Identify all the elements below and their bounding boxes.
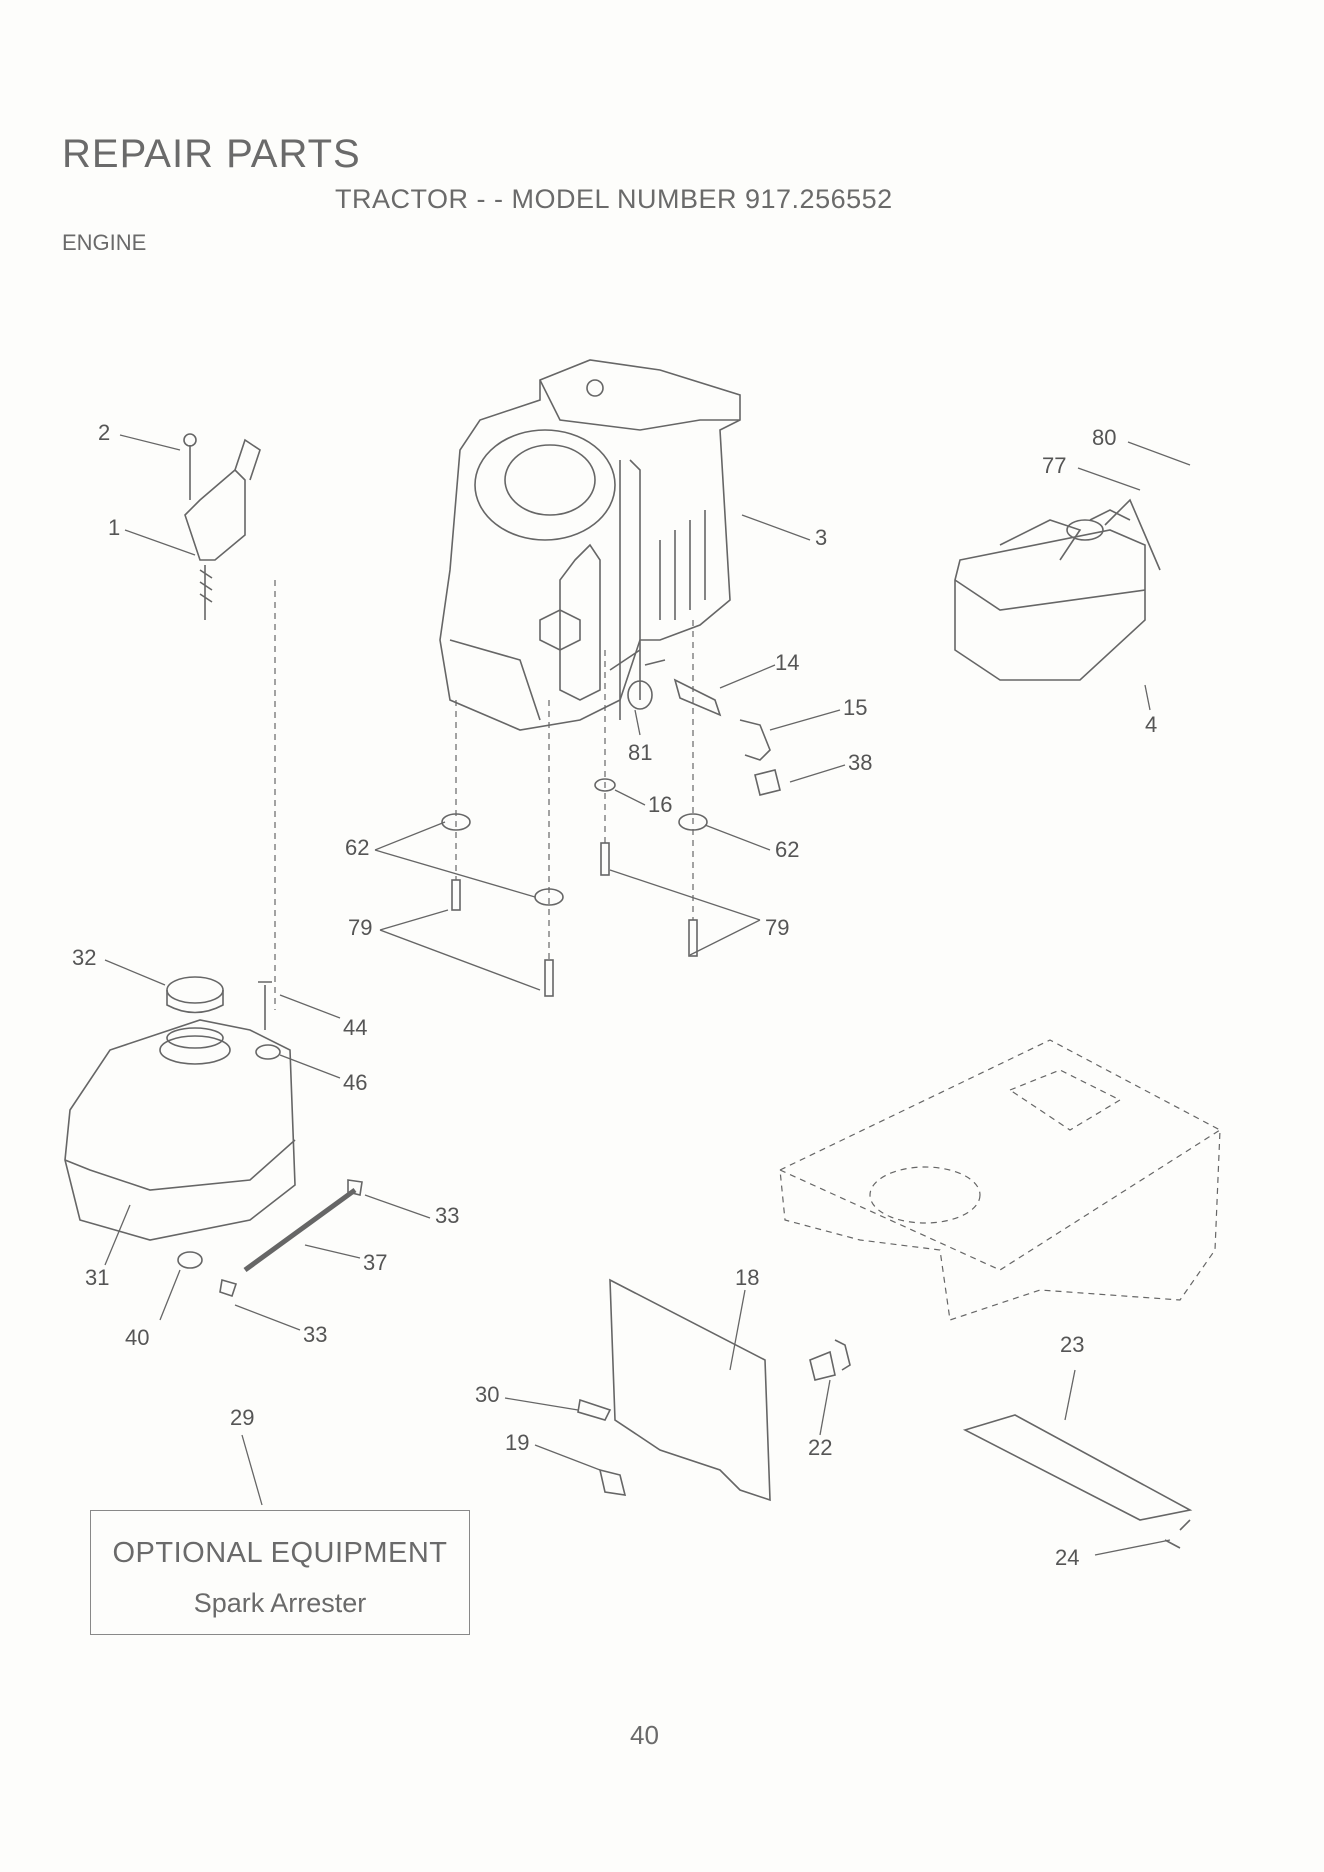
optional-equipment-box: OPTIONAL EQUIPMENT Spark Arrester — [90, 1510, 470, 1635]
callout-label: 3 — [815, 525, 827, 550]
callout-label: 31 — [85, 1265, 109, 1290]
chassis-plate-drawing — [780, 1040, 1220, 1320]
callout-label: 23 — [1060, 1332, 1084, 1357]
leader-lines — [105, 435, 1190, 1555]
heat-shield-drawing — [965, 1415, 1190, 1548]
callout-label: 2 — [98, 420, 110, 445]
muffler-drawing — [955, 500, 1160, 680]
callout-label: 18 — [735, 1265, 759, 1290]
callout-label: 79 — [765, 915, 789, 940]
callout-label: 14 — [775, 650, 799, 675]
callout-label: 62 — [775, 837, 799, 862]
callout-label: 33 — [303, 1322, 327, 1347]
optional-equipment-item: Spark Arrester — [91, 1588, 469, 1619]
callout-label: 37 — [363, 1250, 387, 1275]
callout-label: 32 — [72, 945, 96, 970]
alignment-lines — [275, 580, 693, 1010]
callout-label: 44 — [343, 1015, 367, 1040]
callout-label: 22 — [808, 1435, 832, 1460]
throttle-control-drawing — [184, 434, 260, 620]
callout-label: 77 — [1042, 453, 1066, 478]
callout-label: 30 — [475, 1382, 499, 1407]
callout-label: 33 — [435, 1203, 459, 1228]
callout-label: 81 — [628, 740, 652, 765]
callout-label: 80 — [1092, 425, 1116, 450]
callout-label: 29 — [230, 1405, 254, 1430]
callout-label: 1 — [108, 515, 120, 540]
callout-label: 4 — [1145, 712, 1157, 737]
callout-label: 24 — [1055, 1545, 1079, 1570]
callout-label: 40 — [125, 1325, 149, 1350]
callout-label: 46 — [343, 1070, 367, 1095]
fitting-parts-drawing — [628, 680, 780, 795]
callout-label: 79 — [348, 915, 372, 940]
optional-equipment-title: OPTIONAL EQUIPMENT — [91, 1537, 469, 1570]
page-number: 40 — [630, 1720, 659, 1751]
callout-label: 38 — [848, 750, 872, 775]
callout-label: 15 — [843, 695, 867, 720]
callout-label: 19 — [505, 1430, 529, 1455]
engine-drawing — [440, 360, 740, 730]
callout-label: 62 — [345, 835, 369, 860]
dash-panel-drawing — [578, 1280, 850, 1500]
callout-label: 16 — [648, 792, 672, 817]
